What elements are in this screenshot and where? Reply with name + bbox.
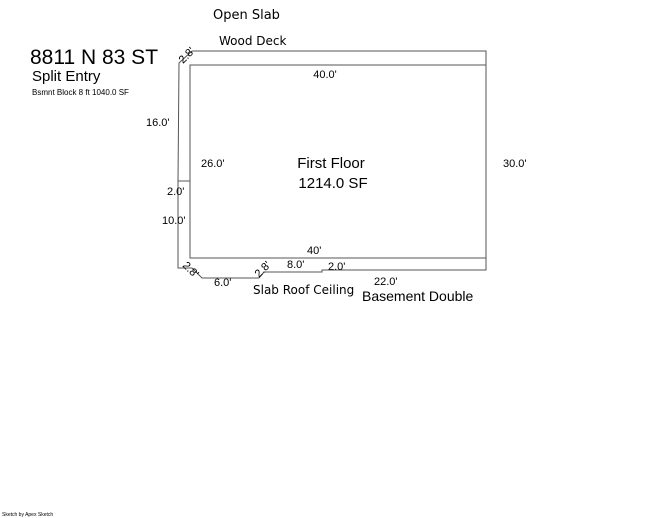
- dim-left-step: 2.0': [167, 186, 184, 198]
- slab-roof-ceiling-label: Slab Roof Ceiling: [253, 283, 354, 297]
- dim-bottom-mid-run: 8.0': [287, 259, 304, 271]
- dim-left-lower: 10.0': [162, 215, 186, 227]
- area-value: 1214.0 SF: [298, 175, 367, 192]
- dim-right: 30.0': [503, 158, 527, 170]
- dim-bottom-mid-diag: 2.8': [253, 259, 274, 280]
- property-style: Split Entry: [32, 68, 101, 85]
- dim-inner-left: 26.0': [201, 158, 225, 170]
- property-address: 8811 N 83 ST: [30, 46, 158, 69]
- dim-top-corner-diag: 2.8': [177, 45, 198, 66]
- basement-note: Bsmnt Block 8 ft 1040.0 SF: [32, 88, 129, 97]
- first-floor-outline: [178, 64, 487, 259]
- dim-bottom-left-diag: 2.8': [180, 260, 201, 281]
- open-slab-label: Open Slab: [213, 8, 280, 23]
- area-name: First Floor: [297, 155, 365, 172]
- basement-double-label: Basement Double: [362, 288, 474, 304]
- dim-left-upper: 16.0': [146, 117, 170, 129]
- dim-bottom-right-run: 22.0': [374, 276, 398, 288]
- sketch-credit: Sketch by Apex Sketch: [2, 512, 53, 518]
- dim-top-outer: 40.0': [313, 69, 337, 81]
- dim-bottom-notch: 2.0': [328, 261, 345, 273]
- dim-bottom-left-run: 6.0': [214, 277, 231, 289]
- wood-deck-label: Wood Deck: [219, 34, 286, 48]
- dim-inner-bottom: 40': [307, 245, 321, 257]
